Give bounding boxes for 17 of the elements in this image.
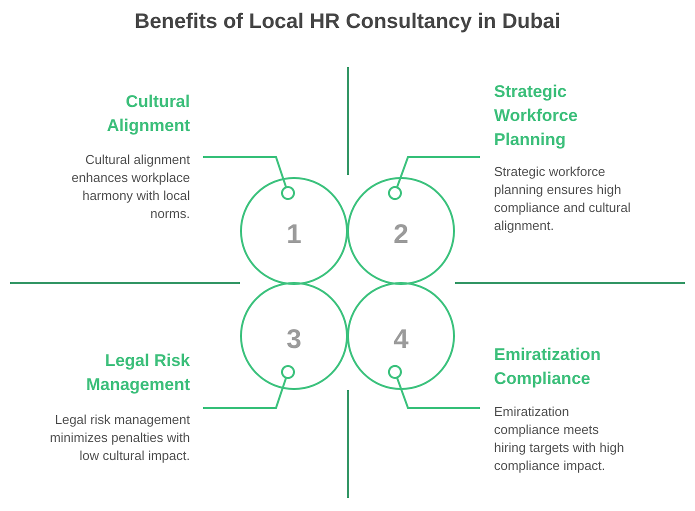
description: Emiratization compliance meets hiring targets with high compliance impact. xyxy=(494,403,626,475)
step-number: 2 xyxy=(394,219,409,249)
title: Benefits of Local HR Consultancy in Dubai xyxy=(134,10,560,34)
leader-line xyxy=(388,364,480,409)
heading: Legal Risk Management xyxy=(85,350,190,396)
heading: Strategic Workforce Planning xyxy=(494,81,579,151)
heading: Emiratization Compliance xyxy=(494,344,602,390)
leader-line xyxy=(388,156,480,200)
leader-line xyxy=(203,156,295,200)
description: Cultural alignment enhances workplace harmony with local norms. xyxy=(70,151,190,223)
description: Strategic workforce planning ensures high compliance and cultural alignment. xyxy=(494,163,632,235)
description: Legal risk management minimizes penalties with low cultural impact. xyxy=(48,411,190,465)
step-number: 4 xyxy=(394,324,409,354)
step-number: 1 xyxy=(286,219,302,249)
step-number: 3 xyxy=(286,324,302,354)
heading: Cultural Alignment xyxy=(106,91,190,137)
leader-line xyxy=(203,365,295,409)
